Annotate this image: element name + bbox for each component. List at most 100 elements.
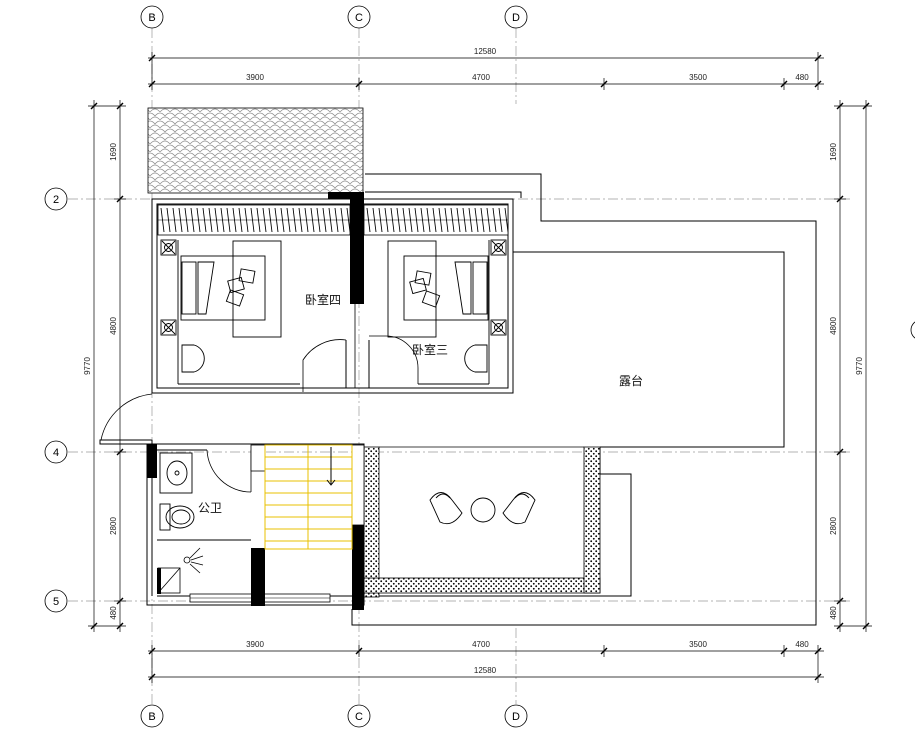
wardrobe-hanger <box>396 207 401 233</box>
svg-text:D: D <box>512 711 520 723</box>
stair-wall-right-top <box>351 444 365 526</box>
bed-bedroom3 <box>387 239 507 373</box>
wardrobe-hanger <box>292 207 297 233</box>
wardrobe-hanger <box>190 207 195 233</box>
dim-top-seg-1: 3900 <box>246 73 264 82</box>
wardrobe-hanger <box>196 207 201 233</box>
wardrobe-hanger <box>468 207 473 233</box>
bed-bedroom4 <box>160 239 282 373</box>
room-label-terrace: 露台 <box>619 373 643 388</box>
wardrobe-hanger <box>178 207 183 233</box>
dim-top-seg-4: 480 <box>795 73 809 82</box>
svg-text:D: D <box>512 12 520 24</box>
room-label-bathroom: 公卫 <box>198 501 222 515</box>
terrace-parapet <box>363 446 601 598</box>
wardrobe-hanger <box>208 207 213 233</box>
bathroom-wall-pier <box>147 444 157 478</box>
axis-bubble-bottom-c: C <box>347 704 371 728</box>
dim-left-seg-2: 4800 <box>109 317 118 335</box>
wardrobe-hanger <box>402 207 407 233</box>
dimension-lines <box>88 52 872 683</box>
wardrobe-hanger <box>346 207 351 233</box>
wardrobe-hanger <box>172 207 177 233</box>
wardrobe-hanger <box>298 207 303 233</box>
dim-right-seg-1: 1690 <box>829 143 838 161</box>
axis-bubble-top-c: C <box>347 5 371 29</box>
wardrobe-hanger <box>492 207 497 233</box>
wardrobe-hanger <box>408 207 413 233</box>
svg-text:4: 4 <box>53 447 59 459</box>
dim-right-seg-3: 2800 <box>829 517 838 535</box>
axis-bubble-top-d: D <box>504 5 528 29</box>
axis-bubble-bottom-b: B <box>140 704 164 728</box>
wall-top-notch <box>328 192 364 199</box>
wardrobe-hanger <box>286 207 291 233</box>
dim-left-seg-4: 480 <box>109 606 118 620</box>
partition-wall-c <box>350 199 364 304</box>
dim-top-seg-3: 3500 <box>689 73 707 82</box>
wardrobe-hanger <box>432 207 437 233</box>
wardrobe-hanger <box>166 207 171 233</box>
wardrobe-hanger <box>238 207 243 233</box>
wardrobe-hanger <box>420 207 425 233</box>
wardrobe-hanger <box>184 207 189 233</box>
axis-bubble-left-4: 4 <box>44 440 68 464</box>
wardrobe-hanger <box>202 207 207 233</box>
roof-tiles <box>147 107 364 194</box>
stair-wall-left-top <box>250 444 266 472</box>
wardrobe-hanger <box>384 207 389 233</box>
wardrobe-hanger <box>474 207 479 233</box>
wardrobe-hanger <box>438 207 443 233</box>
wardrobe-hanger <box>232 207 237 233</box>
svg-text:C: C <box>355 711 363 723</box>
dim-bottom-seg-3: 3500 <box>689 640 707 649</box>
dim-bottom-seg-4: 480 <box>795 640 809 649</box>
wardrobe-hanger <box>456 207 461 233</box>
wardrobe-hanger <box>504 207 509 233</box>
room-label-bedroom3: 卧室三 <box>412 342 448 357</box>
wardrobe-hanger <box>426 207 431 233</box>
wardrobe-hanger <box>322 207 327 233</box>
wardrobe-hanger <box>262 207 267 233</box>
toilet <box>159 503 195 531</box>
wardrobe-hanger <box>310 207 315 233</box>
dim-bottom-seg-1: 3900 <box>246 640 264 649</box>
wardrobe-left <box>157 204 351 236</box>
wardrobe-right <box>363 204 509 236</box>
wardrobe-hanger <box>274 207 279 233</box>
dim-right-seg-4: 480 <box>829 606 838 620</box>
wardrobe-hanger <box>480 207 485 233</box>
wardrobe-hanger <box>220 207 225 233</box>
wardrobe-hanger <box>268 207 273 233</box>
axis-bubble-top-b: B <box>140 5 164 29</box>
wardrobe-hanger <box>328 207 333 233</box>
wardrobe-hanger <box>414 207 419 233</box>
dim-top-seg-2: 4700 <box>472 73 490 82</box>
terrace-outline <box>351 173 817 626</box>
stair-direction-arrow <box>326 447 336 486</box>
wardrobe-hanger <box>250 207 255 233</box>
washbasin <box>159 452 193 494</box>
dim-left-total: 9770 <box>83 357 92 375</box>
bathroom-walls <box>99 439 365 606</box>
wardrobe-hanger <box>390 207 395 233</box>
dim-left-seg-1: 1690 <box>109 143 118 161</box>
wardrobe-hanger <box>462 207 467 233</box>
room-label-bedroom4: 卧室四 <box>305 292 341 307</box>
wardrobe-hanger <box>280 207 285 233</box>
dimension-ticks <box>90 54 870 681</box>
svg-text:B: B <box>148 711 155 723</box>
axis-bubble-left-2: 2 <box>44 187 68 211</box>
svg-text:2: 2 <box>53 194 59 206</box>
wardrobe-hanger <box>340 207 345 233</box>
wardrobe-hanger <box>366 207 371 233</box>
wardrobe-hanger <box>486 207 491 233</box>
dim-right-total: 9770 <box>855 357 864 375</box>
axis-bubble-left-5: 5 <box>44 589 68 613</box>
wardrobe-hanger <box>372 207 377 233</box>
dim-right-seg-2: 4800 <box>829 317 838 335</box>
svg-text:B: B <box>148 12 155 24</box>
wardrobe-hanger <box>226 207 231 233</box>
stair-wall-left <box>251 548 265 606</box>
